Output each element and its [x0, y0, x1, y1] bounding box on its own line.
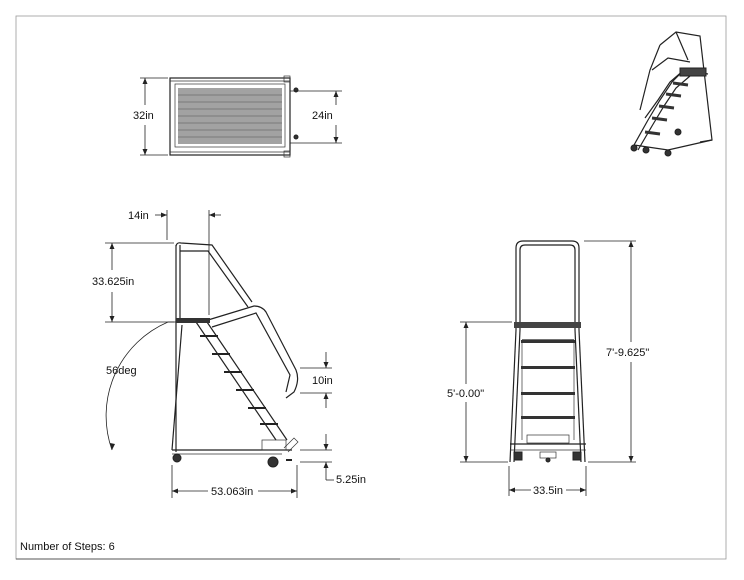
top-width-dimension: 24in	[312, 110, 333, 122]
front-view	[460, 240, 636, 496]
top-view	[140, 75, 342, 158]
side-caster-dimension: 5.25in	[336, 474, 366, 486]
front-platform-height-dimension: 5'-0.00"	[447, 388, 484, 400]
side-view	[105, 210, 334, 498]
front-overall-height-dimension: 7'-9.625"	[606, 347, 649, 359]
side-angle-dimension: 56deg	[106, 365, 137, 377]
number-of-steps-note: Number of Steps: 6	[20, 541, 115, 553]
side-handrail-dimension: 33.625in	[92, 276, 134, 288]
top-depth-dimension: 32in	[133, 110, 154, 122]
side-top-offset-dimension: 14in	[128, 210, 149, 222]
front-base-width-dimension: 33.5in	[533, 485, 563, 497]
side-base-length-dimension: 53.063in	[211, 486, 253, 498]
side-step-rise-dimension: 10in	[312, 375, 333, 387]
isometric-view	[630, 31, 713, 157]
